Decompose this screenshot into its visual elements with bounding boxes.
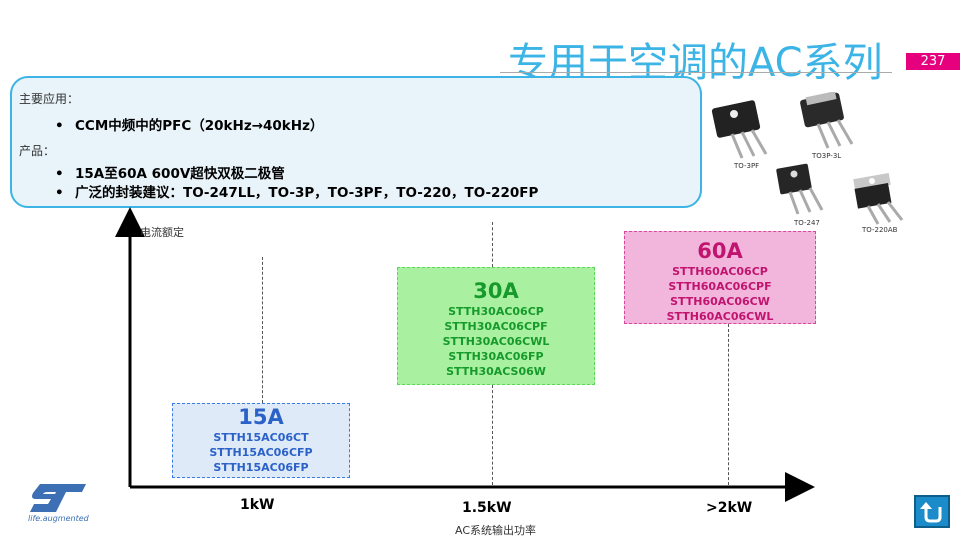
application-text: CCM中频中的PFC（20kHz→40kHz）: [75, 118, 324, 134]
guide-line-1kw: [262, 257, 263, 403]
part-number: STTH60AC06CW: [670, 295, 770, 308]
part-number: STTH60AC06CP: [672, 265, 768, 278]
current-rating: 15A: [238, 405, 284, 429]
x-tick-label: 1kW: [240, 497, 275, 513]
x-tick-label: >2kW: [706, 500, 753, 516]
part-number: STTH60AC06CPF: [668, 280, 772, 293]
x-tick-label: 1.5kW: [462, 500, 512, 516]
x-axis-label: AC系统输出功率: [455, 524, 537, 537]
diode-group-60a: 60A STTH60AC06CP STTH60AC06CPF STTH60AC0…: [624, 231, 816, 324]
title-divider: [500, 72, 892, 73]
part-number: STTH60AC06CWL: [666, 310, 774, 323]
application-item: • CCM中频中的PFC（20kHz→40kHz）: [55, 114, 323, 134]
product-item: • 15A至60A 600V超快双极二极管: [55, 162, 285, 182]
package-label: TO3P-3L: [812, 152, 842, 160]
product-text: 广泛的封装建议：TO-247LL，TO-3P，TO-3PF，TO-220，TO-…: [75, 185, 539, 201]
bullet-icon: •: [55, 166, 64, 182]
to3p-3l-package-icon: [800, 92, 854, 149]
diode-group-30a: 30A STTH30AC06CP STTH30AC06CPF STTH30AC0…: [397, 267, 595, 385]
package-label: TO-247: [794, 219, 820, 227]
package-label: TO-220AB: [862, 226, 898, 234]
page-number: 237: [906, 53, 960, 70]
to-220ab-package-icon: [853, 172, 904, 225]
part-number: STTH15AC06CT: [213, 431, 309, 444]
package-label: TO-3PF: [734, 162, 760, 170]
current-rating: 60A: [697, 239, 743, 263]
logo-tagline: life.augmented: [28, 514, 89, 523]
info-panel: [10, 76, 702, 208]
bullet-icon: •: [55, 118, 64, 134]
return-arrow-icon: [920, 502, 942, 523]
part-number: STTH30AC06FP: [448, 350, 544, 363]
guide-line-2kw: [728, 324, 729, 485]
guide-line-1-5kw-top: [492, 222, 493, 267]
to-3pf-package-icon: [711, 100, 768, 159]
product-text: 15A至60A 600V超快双极二极管: [75, 166, 285, 182]
applications-label: 主要应用：: [19, 92, 80, 106]
return-button[interactable]: [914, 495, 950, 528]
y-axis-label: 电流额定: [140, 226, 184, 239]
diode-group-15a: 15A STTH15AC06CT STTH15AC06CFP STTH15AC0…: [172, 403, 350, 478]
bullet-icon: •: [55, 185, 64, 201]
st-logo-icon: [30, 484, 86, 512]
part-number: STTH30AC06CP: [448, 305, 544, 318]
part-number: STTH30AC06CPF: [444, 320, 548, 333]
products-label: 产品：: [19, 144, 56, 158]
part-number: STTH15AC06CFP: [209, 446, 313, 459]
guide-line-1-5kw-bottom: [492, 385, 493, 485]
to-247-package-icon: [776, 163, 824, 215]
part-number: STTH30ACS06W: [446, 365, 546, 378]
product-item: • 广泛的封装建议：TO-247LL，TO-3P，TO-3PF，TO-220，TO…: [55, 181, 538, 201]
part-number: STTH30AC06CWL: [442, 335, 550, 348]
part-number: STTH15AC06FP: [213, 461, 309, 474]
current-rating: 30A: [473, 279, 519, 303]
